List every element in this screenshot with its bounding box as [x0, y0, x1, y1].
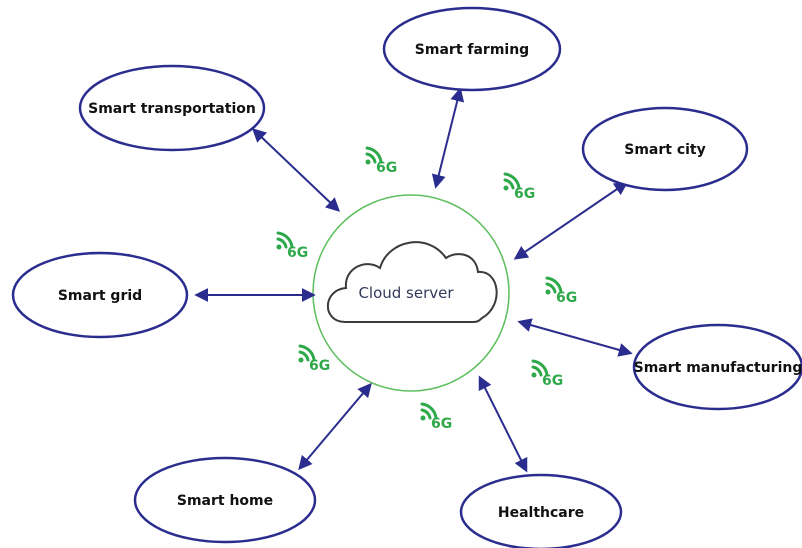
arrow-smart-city — [513, 181, 629, 260]
wifi-icon — [420, 402, 438, 421]
badge-6g: 6G — [276, 231, 308, 261]
wifi-icon — [503, 172, 521, 191]
arrow-healthcare — [478, 375, 528, 473]
node-label: Smart farming — [415, 42, 529, 58]
signal-badges: 6G 6G 6G — [276, 146, 577, 432]
badge-6g: 6G — [545, 276, 577, 306]
badge-label: 6G — [287, 245, 308, 261]
arrow-smart-manufacturing — [517, 318, 633, 357]
badge-6g: 6G — [365, 146, 397, 176]
node-smart-manufacturing: Smart manufacturing — [632, 323, 802, 411]
wifi-icon — [298, 344, 316, 363]
node-healthcare: Healthcare — [459, 473, 623, 548]
node-label: Smart grid — [58, 288, 142, 304]
wifi-icon — [276, 231, 294, 250]
node-smart-city: Smart city — [581, 106, 749, 192]
badge-label: 6G — [556, 290, 577, 306]
arrow-smart-transportation — [251, 128, 341, 212]
node-label: Smart city — [624, 142, 706, 158]
node-label: Smart manufacturing — [634, 360, 802, 376]
node-label: Healthcare — [498, 505, 584, 521]
node-smart-home: Smart home — [133, 456, 317, 544]
badge-label: 6G — [431, 416, 452, 432]
cloud-icon — [327, 241, 498, 323]
nodes: Smart farming Smart transportation Smart… — [11, 6, 802, 548]
badge-6g: 6G — [531, 359, 563, 389]
cloud-server-label: Cloud server — [358, 284, 454, 302]
wifi-icon — [545, 276, 563, 295]
arrow-smart-home — [298, 382, 372, 471]
badge-6g: 6G — [420, 402, 452, 432]
node-smart-grid: Smart grid — [11, 251, 189, 339]
node-smart-transportation: Smart transportation — [78, 64, 266, 152]
badge-label: 6G — [514, 186, 535, 202]
node-label: Smart transportation — [88, 101, 256, 117]
connections — [194, 87, 633, 473]
arrow-smart-farming — [431, 87, 465, 189]
badge-label: 6G — [376, 160, 397, 176]
wifi-icon — [365, 146, 383, 165]
badge-label: 6G — [542, 373, 563, 389]
wifi-icon — [531, 359, 549, 378]
badge-label: 6G — [309, 358, 330, 374]
node-smart-farming: Smart farming — [382, 6, 562, 92]
badge-6g: 6G — [503, 172, 535, 202]
badge-6g: 6G — [298, 344, 330, 374]
node-label: Smart home — [177, 493, 273, 509]
